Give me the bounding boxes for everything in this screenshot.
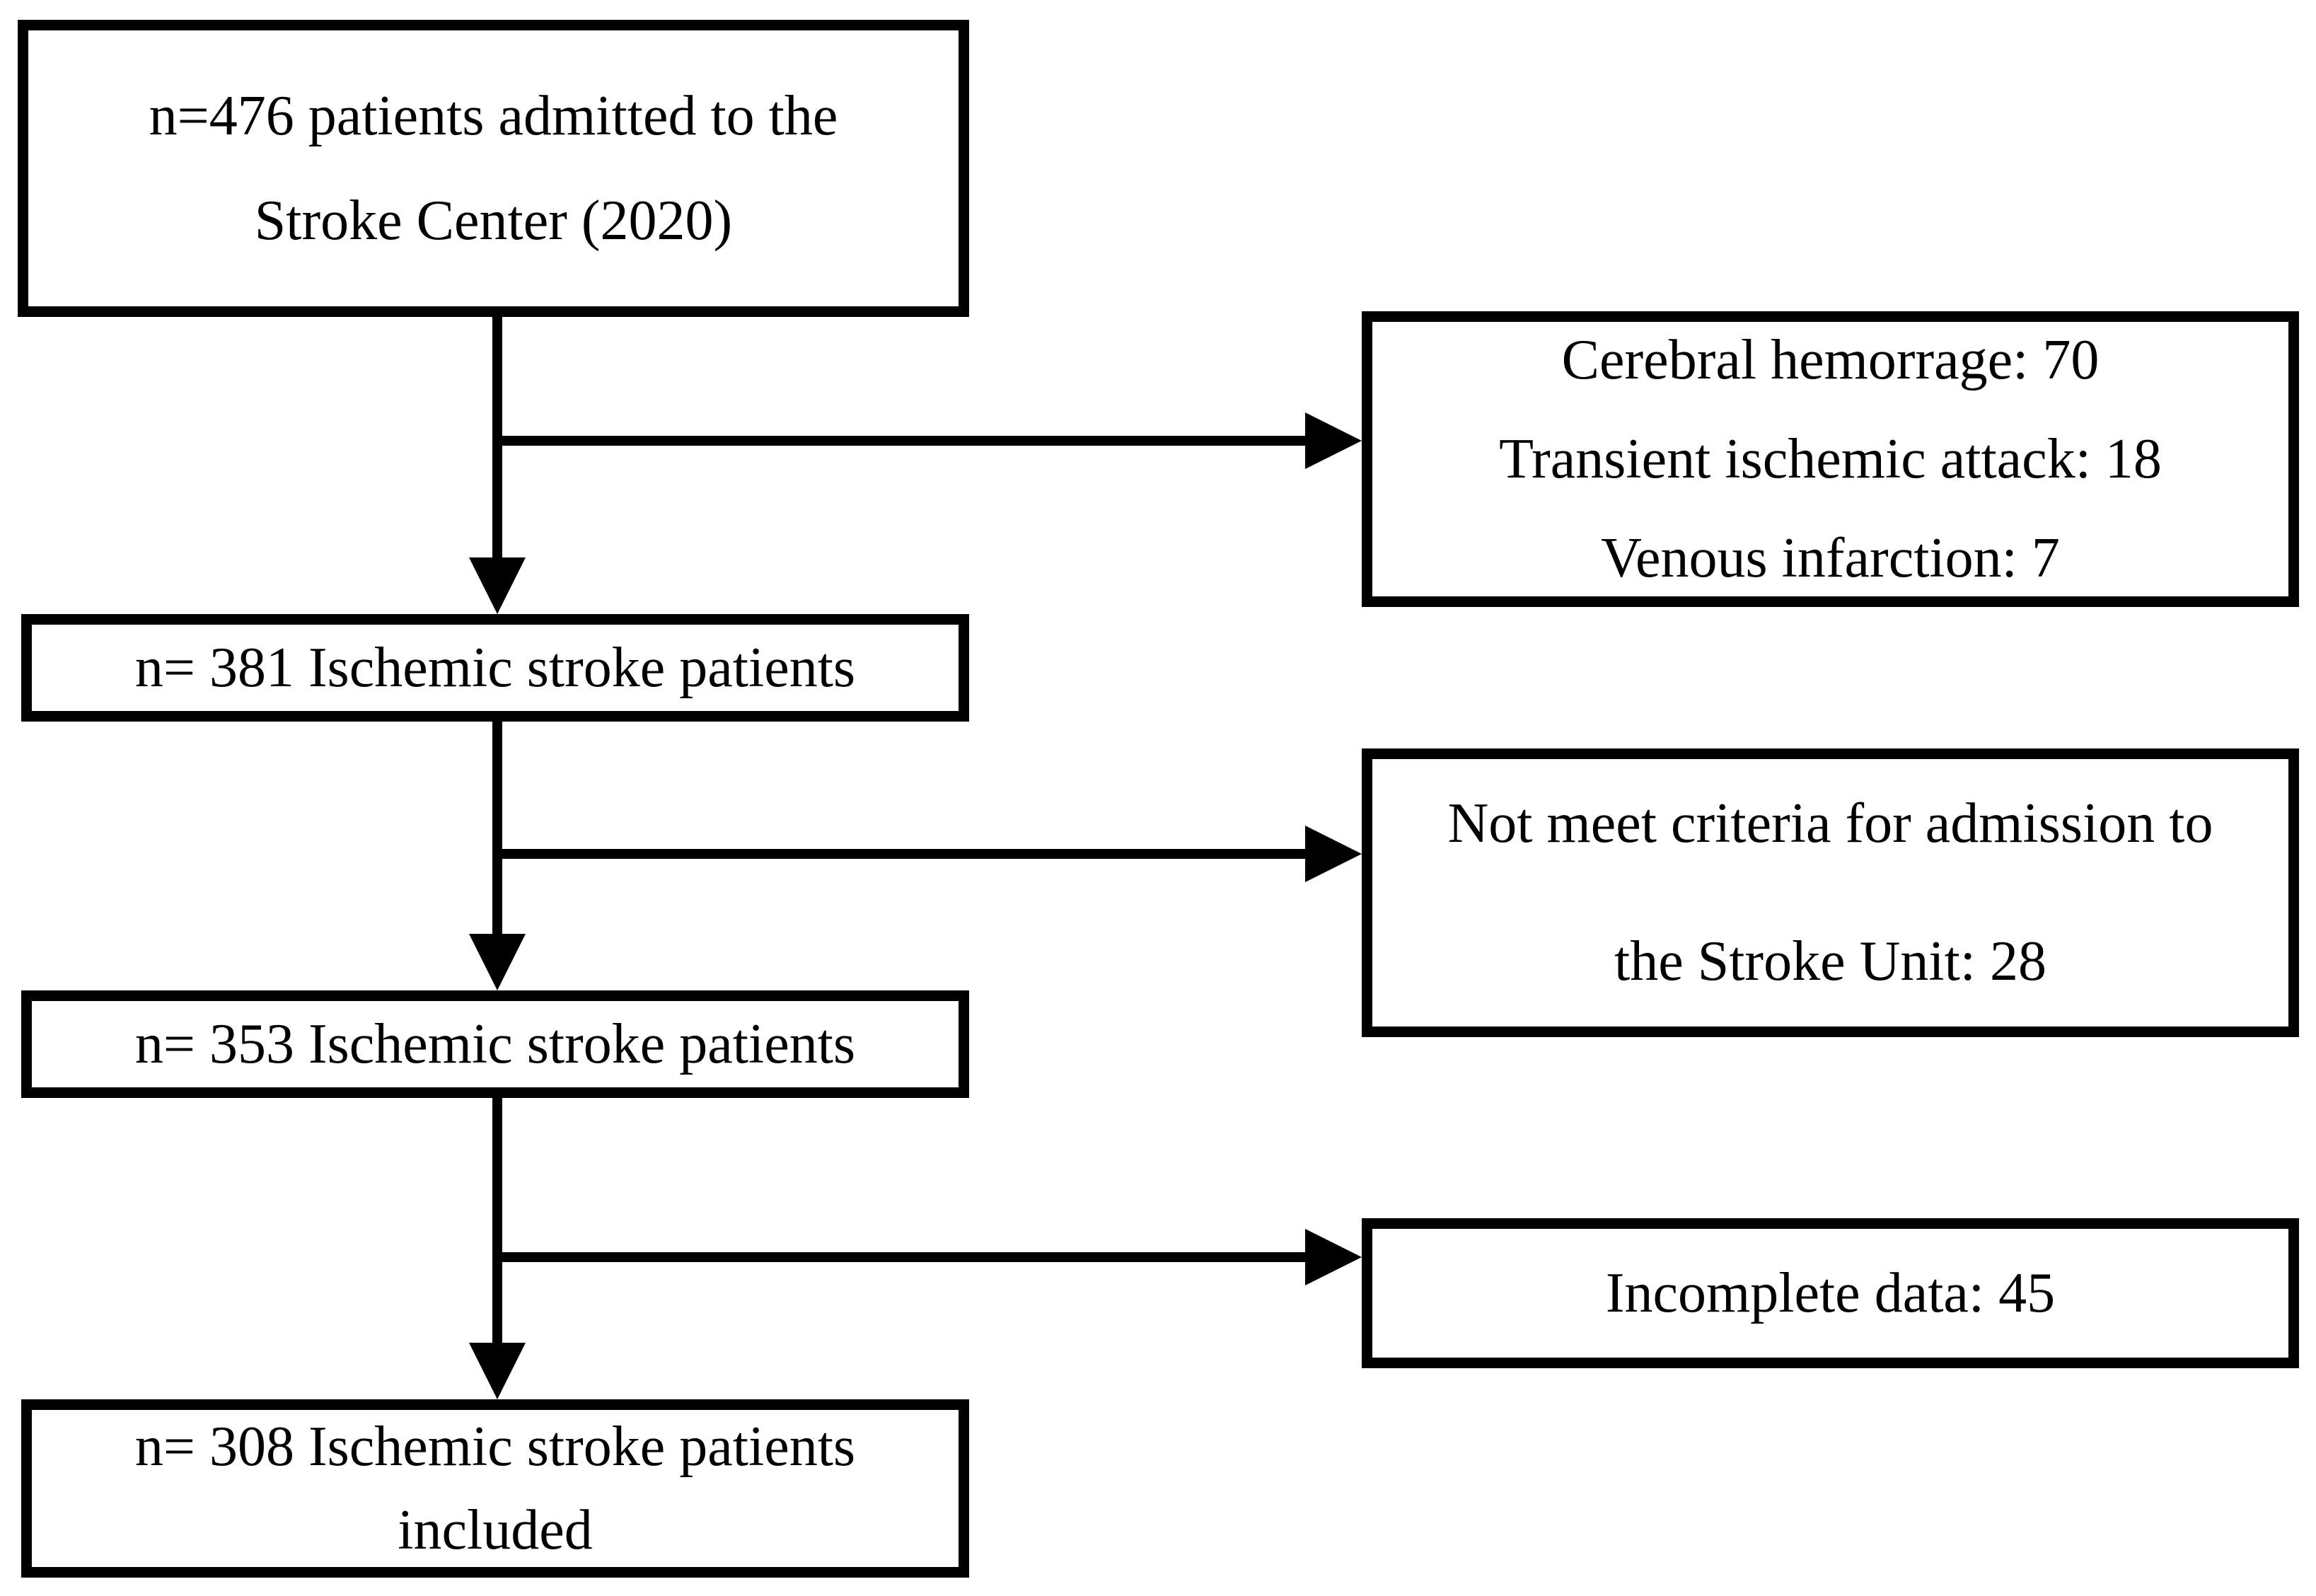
connector-vertical-2	[492, 719, 502, 938]
node-label-line: n= 308 Ischemic stroke patients	[134, 1416, 856, 1478]
node-included-308: n= 308 Ischemic stroke patients included	[21, 1399, 969, 1578]
connector-horizontal-2	[497, 849, 1307, 859]
node-label-line: included	[398, 1499, 593, 1561]
arrow-right-icon	[1305, 826, 1362, 882]
connector-horizontal-1	[497, 436, 1307, 446]
node-label-line: Incomplete data: 45	[1605, 1262, 2056, 1324]
node-admitted-476: n=476 patients admitted to the Stroke Ce…	[18, 20, 969, 317]
node-label-line: Cerebral hemorrage: 70	[1561, 329, 2100, 391]
node-label-line: Not meet criteria for admission to	[1447, 792, 2213, 855]
arrow-down-icon	[469, 1343, 526, 1399]
node-label-line: n=476 patients admitted to the	[149, 85, 838, 147]
node-ischemic-353: n= 353 Ischemic stroke patients	[21, 990, 969, 1098]
node-label-line: Venous infarction: 7	[1601, 527, 2060, 589]
connector-vertical-3	[492, 1095, 502, 1347]
node-label-line: n= 353 Ischemic stroke patients	[134, 1013, 856, 1075]
arrow-down-icon	[469, 557, 526, 614]
node-label-line: the Stroke Unit: 28	[1614, 930, 2047, 993]
node-ischemic-381: n= 381 Ischemic stroke patients	[21, 614, 969, 722]
arrow-down-icon	[469, 934, 526, 990]
connector-horizontal-3	[497, 1252, 1307, 1262]
arrow-right-icon	[1305, 1229, 1362, 1285]
arrow-right-icon	[1305, 412, 1362, 469]
node-label-line: n= 381 Ischemic stroke patients	[134, 637, 856, 699]
node-not-meet-criteria: Not meet criteria for admission to the S…	[1362, 748, 2299, 1037]
node-excluded-diagnoses: Cerebral hemorrage: 70 Transient ischemi…	[1362, 311, 2299, 607]
node-incomplete-data: Incomplete data: 45	[1362, 1218, 2299, 1368]
node-label-line: Transient ischemic attack: 18	[1499, 428, 2162, 490]
node-label-line: Stroke Center (2020)	[254, 190, 733, 252]
